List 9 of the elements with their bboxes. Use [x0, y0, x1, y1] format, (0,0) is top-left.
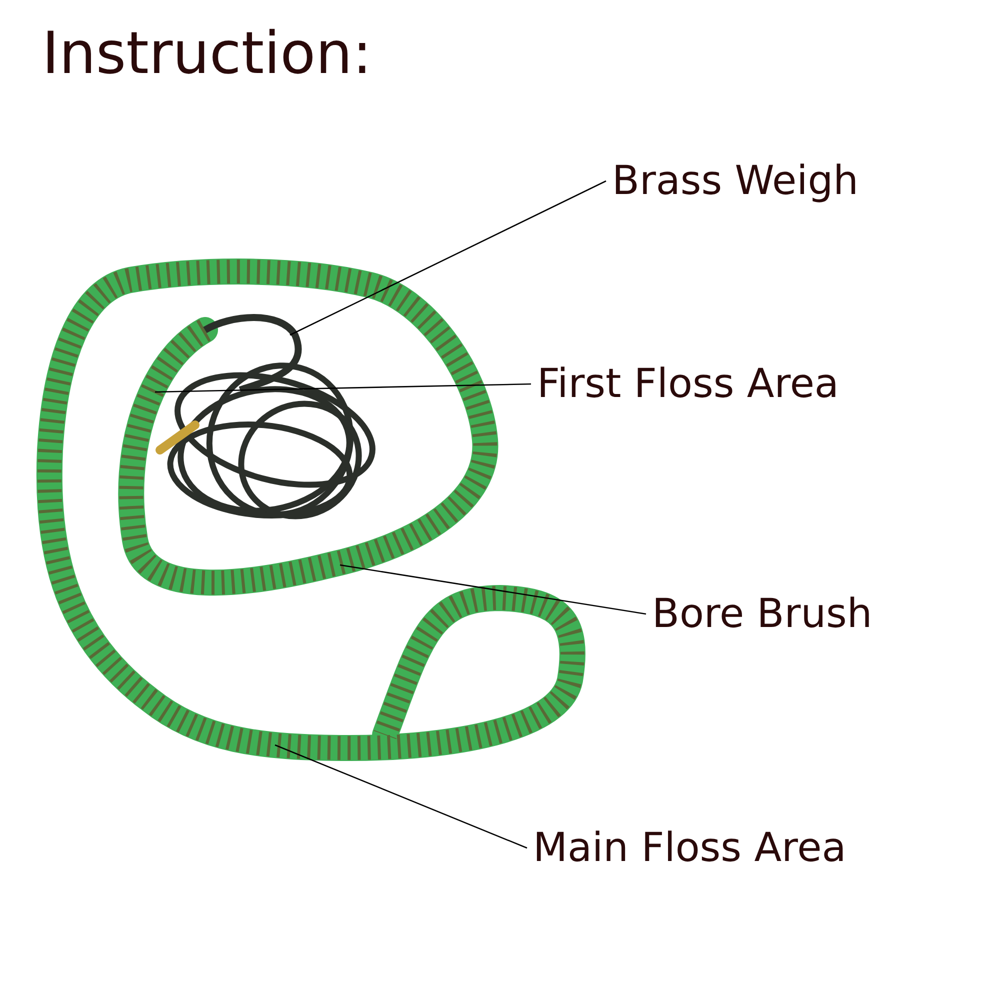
leader-line [340, 564, 646, 615]
heading: Instruction: [42, 18, 372, 88]
part-label: Bore Brush [652, 590, 872, 638]
leader-line [154, 383, 532, 393]
leader-line [274, 744, 528, 849]
part-label: Main Floss Area [533, 824, 846, 872]
part-label: First Floss Area [537, 360, 839, 408]
part-label: Brass Weigh [612, 157, 858, 205]
leader-line [290, 180, 606, 336]
